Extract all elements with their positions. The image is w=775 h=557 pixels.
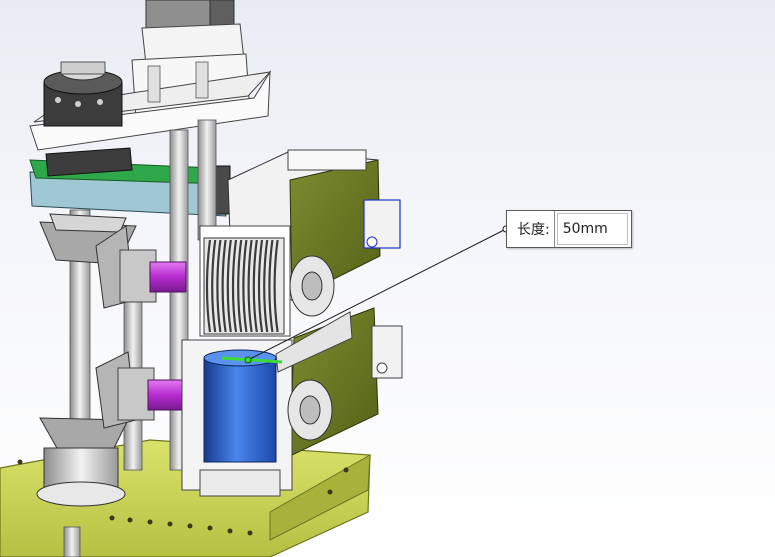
spool-coil <box>273 239 279 333</box>
spool-coil <box>242 239 248 333</box>
mount-brackets[interactable] <box>363 199 403 379</box>
dimension-value-field[interactable]: 50mm <box>556 213 628 245</box>
dimension-leader-line <box>247 228 507 361</box>
dimension-callout[interactable]: 长度: 50mm <box>506 210 632 248</box>
magenta-shafts[interactable] <box>117 249 187 421</box>
spool-coil <box>205 239 212 333</box>
spool-coil <box>226 239 232 333</box>
top-coupling[interactable] <box>43 61 123 127</box>
spool-coil <box>237 239 243 333</box>
spool-coil <box>252 239 258 333</box>
spool-coil <box>231 239 238 333</box>
spool-coil <box>221 239 227 333</box>
selected-edge[interactable] <box>221 356 283 364</box>
upper-wire-spool[interactable] <box>203 237 335 335</box>
spool-coil <box>247 239 253 333</box>
spool-coil <box>216 239 222 333</box>
blue-roller[interactable] <box>203 311 353 463</box>
spool-coil <box>257 239 264 333</box>
spool-coil <box>268 239 274 333</box>
spool-coil <box>211 239 217 333</box>
spool-coil <box>263 239 269 333</box>
leader-end-point <box>244 356 252 364</box>
dimension-label: 长度: <box>507 211 555 247</box>
